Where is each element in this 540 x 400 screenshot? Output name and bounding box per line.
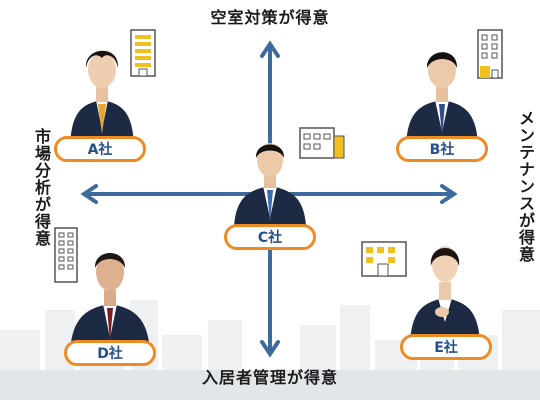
arrow-down-icon xyxy=(260,340,280,358)
person-b-photo xyxy=(406,52,478,144)
arrow-right-icon xyxy=(440,184,458,204)
company-badge-d: D社 xyxy=(64,340,156,366)
office-building-icon xyxy=(361,241,407,277)
office-building-icon xyxy=(477,29,503,79)
arrow-left-icon xyxy=(80,184,98,204)
city-skyline-background xyxy=(0,300,540,400)
office-building-icon xyxy=(130,29,156,77)
axis-label-right: メンテナンスが得意 xyxy=(516,110,535,263)
person-c-photo xyxy=(234,143,306,226)
arrow-up-icon xyxy=(260,40,280,58)
company-badge-b: B社 xyxy=(396,136,488,162)
company-badge-e: E社 xyxy=(400,334,492,360)
company-badge-c: C社 xyxy=(224,224,316,250)
person-e-photo xyxy=(410,246,480,342)
office-building-icon xyxy=(54,227,78,283)
person-a-photo xyxy=(70,50,134,144)
office-building-icon xyxy=(299,127,345,159)
axis-label-top: 空室対策が得意 xyxy=(210,8,330,27)
company-badge-a: A社 xyxy=(54,136,146,162)
axis-label-left: 市場分析が得意 xyxy=(32,128,51,247)
axis-label-bottom: 入居者管理が得意 xyxy=(201,368,338,387)
person-d-photo xyxy=(70,253,150,352)
